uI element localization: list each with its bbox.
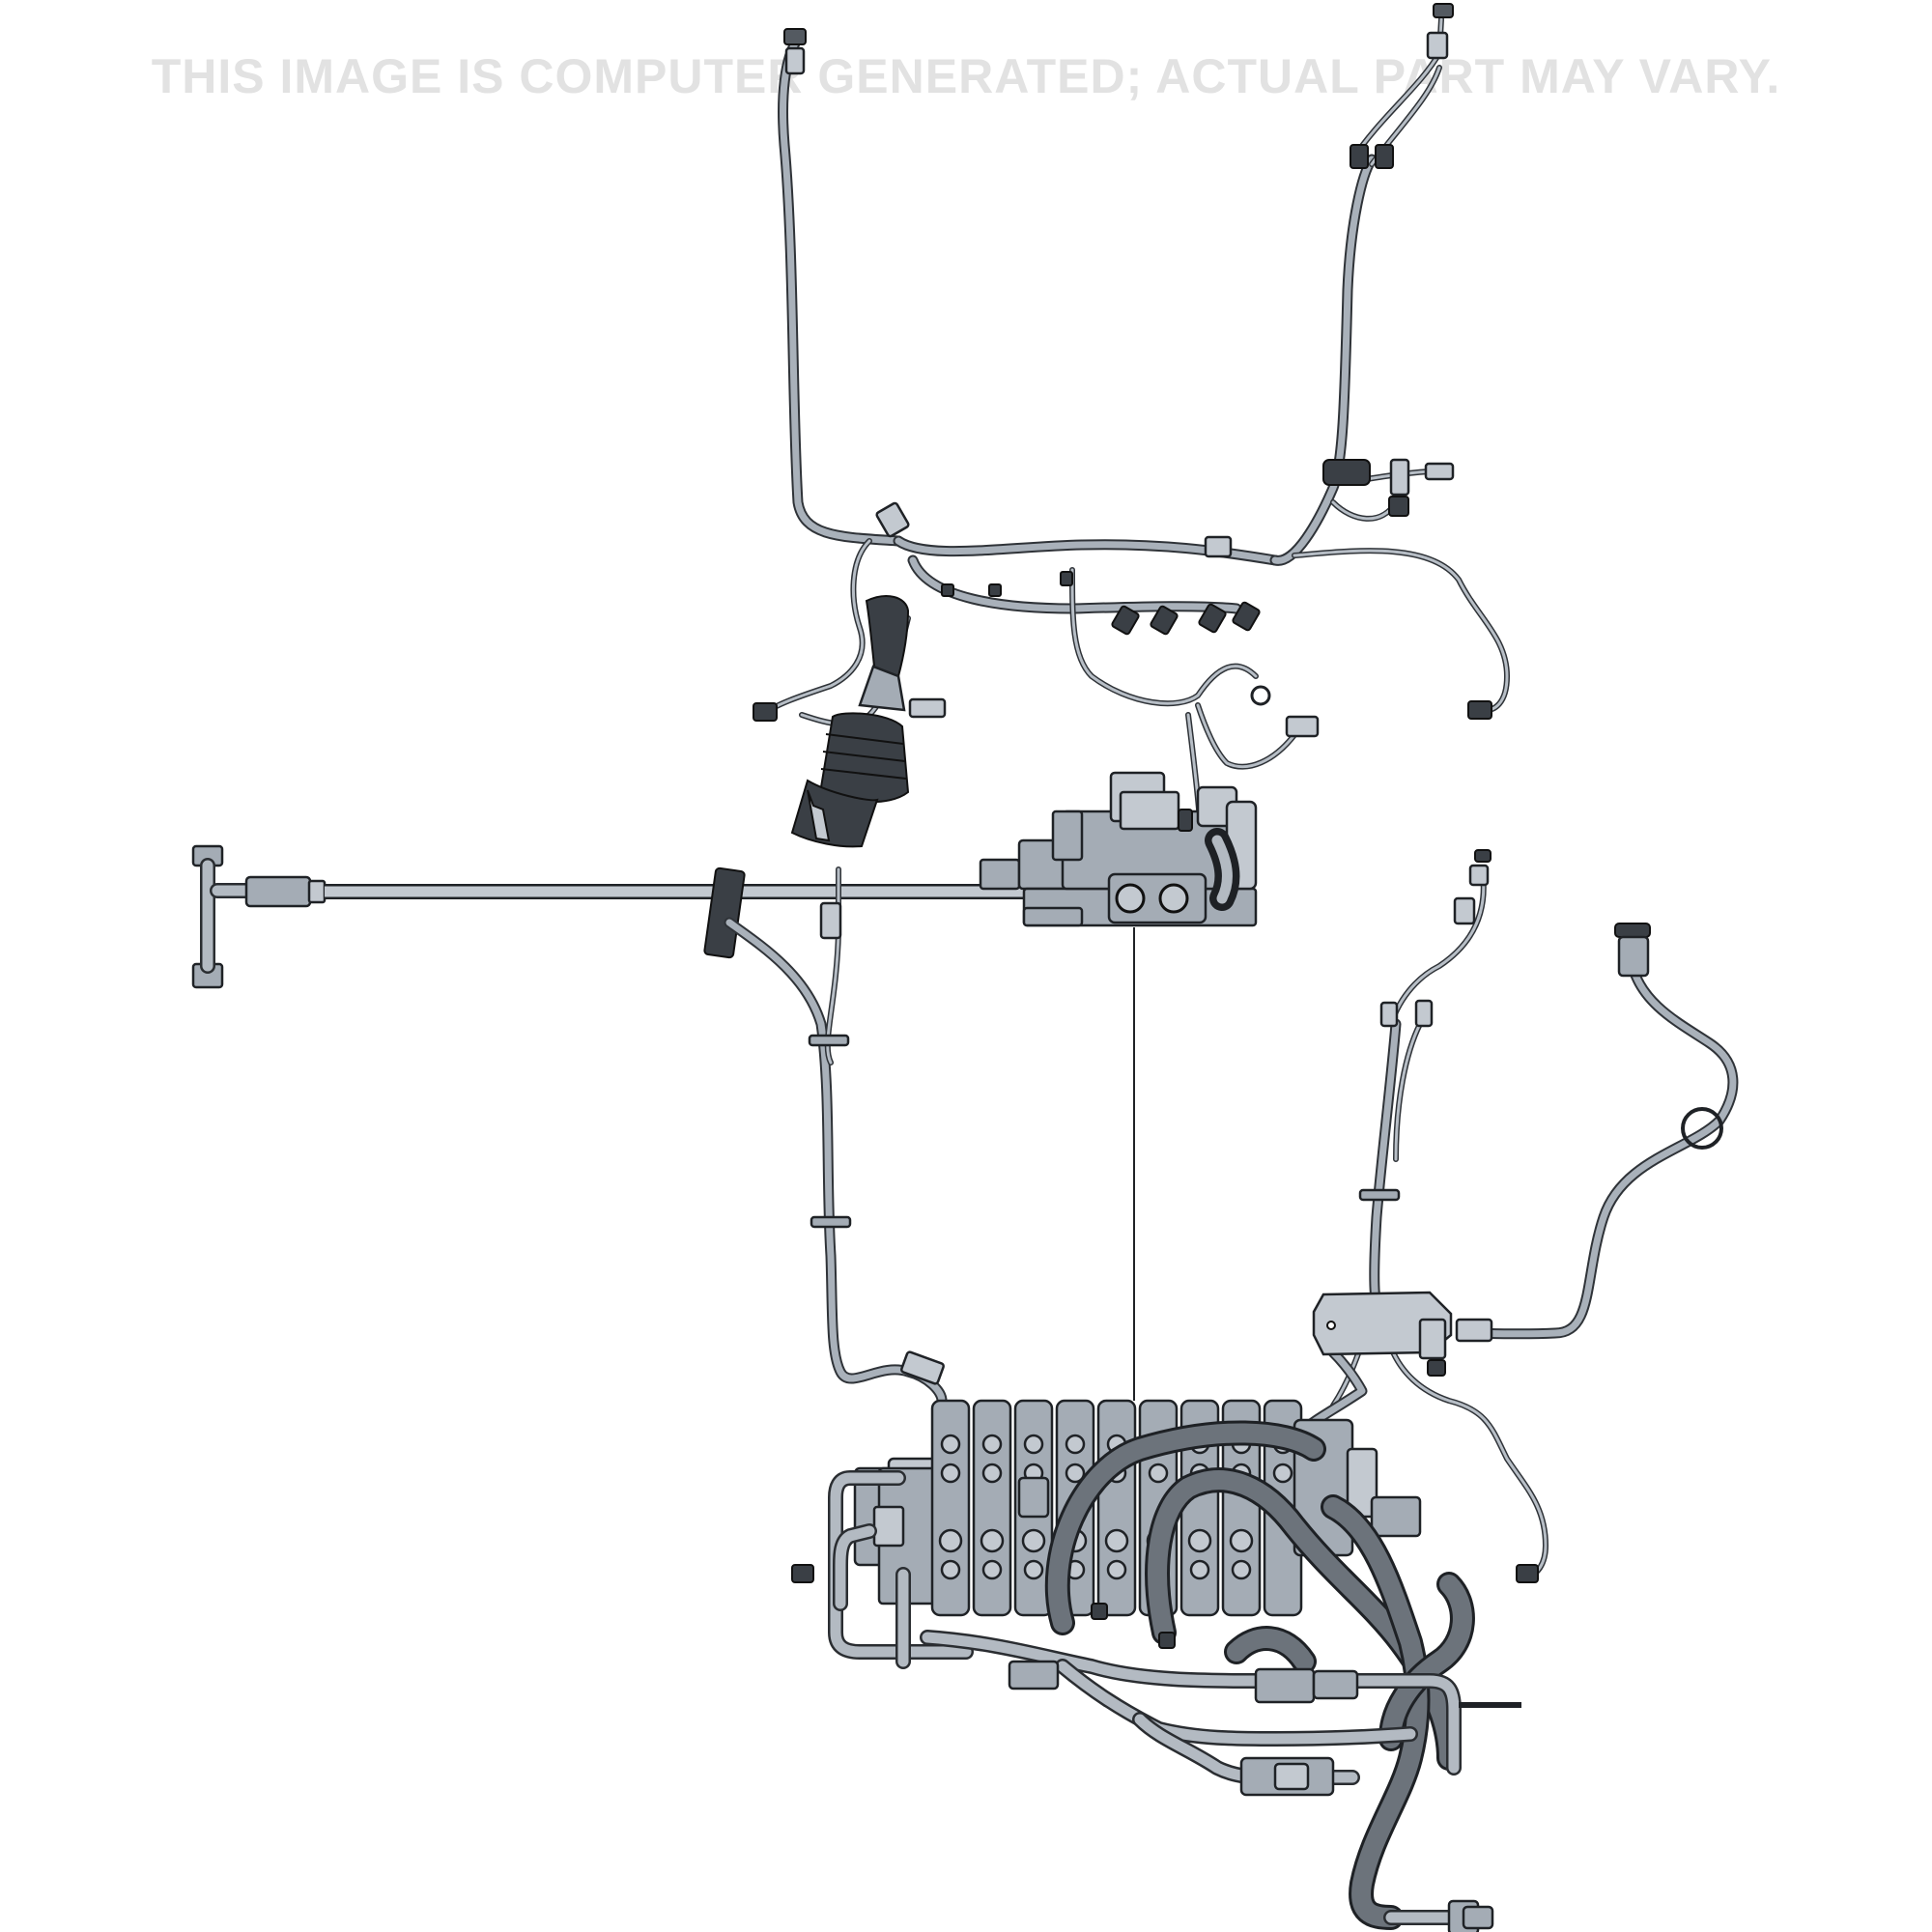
harness-junction-connector-icon [1322, 458, 1455, 517]
right-connectors-icon [791, 849, 1539, 1583]
joystick-icon [790, 595, 910, 848]
mid-connectors-icon [753, 697, 1492, 738]
top-left-connector-icon [783, 28, 807, 75]
solenoid-plugs-row-icon [1111, 601, 1261, 636]
pilot-valve-block-icon [979, 771, 1258, 927]
steering-handle-icon [191, 844, 1034, 989]
hose-fittings-icon [1008, 1476, 1494, 1932]
left-harness-clips-icon [808, 901, 945, 1385]
top-right-connector-icon [1350, 3, 1454, 169]
cable-clamp-icon [703, 867, 746, 959]
ring-terminal-icon [1250, 685, 1271, 706]
left-down-harness-icon [724, 867, 948, 1406]
far-right-connector-icon [1614, 923, 1723, 1150]
trunk-connectors-icon [875, 501, 1233, 597]
control-module-icon [1312, 1291, 1493, 1377]
